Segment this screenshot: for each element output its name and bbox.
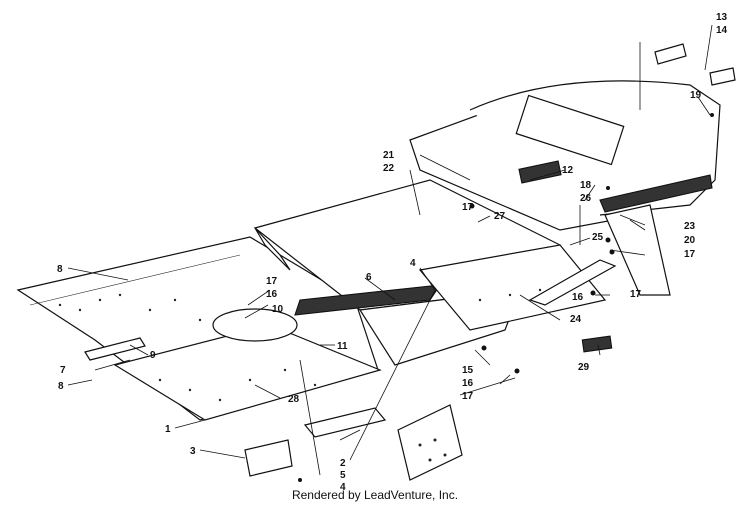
callout-17-frame: 17 — [684, 249, 696, 260]
bracket-5 — [397, 404, 463, 481]
callout-20: 20 — [684, 235, 696, 246]
callout-21: 21 — [383, 150, 395, 161]
callout-13: 13 — [716, 12, 728, 23]
callout-17-left: 17 — [266, 276, 278, 287]
callout-24: 24 — [570, 314, 582, 325]
callout-19: 19 — [690, 90, 702, 101]
leader-lines — [67, 24, 713, 476]
callout-16-right: 16 — [572, 292, 584, 303]
footrest-tube — [528, 259, 617, 306]
callout-2: 2 — [340, 458, 346, 469]
side-pan-right — [418, 244, 607, 331]
belly-pan-left — [16, 236, 382, 421]
callout-10: 10 — [272, 304, 284, 315]
callout-14: 14 — [716, 25, 728, 36]
credit-text: Rendered by LeadVenture, Inc. — [291, 488, 459, 502]
callout-11: 11 — [337, 341, 348, 352]
callout-26: 26 — [580, 193, 592, 204]
callout-15: 15 — [462, 365, 474, 376]
callout-17-right: 17 — [630, 289, 642, 300]
label-plate-13 — [654, 43, 687, 65]
callout-dots — [298, 113, 714, 482]
callout-8-bottom: 8 — [58, 381, 64, 392]
callout-17-center: 17 — [462, 391, 474, 402]
callout-16-center: 16 — [462, 378, 474, 389]
callout-17-mid: 17 — [462, 202, 474, 213]
callout-4-bottom: 4 — [340, 482, 346, 493]
callout-23: 23 — [684, 221, 696, 232]
callout-6: 6 — [366, 272, 372, 283]
callout-16-left: 16 — [266, 289, 278, 300]
callout-5: 5 — [340, 470, 346, 481]
callout-9: 9 — [150, 350, 156, 361]
callout-7: 7 — [60, 365, 66, 376]
callout-25: 25 — [592, 232, 604, 243]
callout-18: 18 — [580, 180, 592, 191]
callout-22: 22 — [383, 163, 395, 174]
deflector-10 — [212, 308, 298, 342]
reflector-29 — [581, 335, 613, 353]
skid-plate-2 — [303, 407, 387, 438]
label-plate-14 — [709, 67, 736, 86]
callout-12: 12 — [562, 165, 574, 176]
callouts: 1 2 3 4 4 5 6 7 8 8 9 10 11 12 13 14 15 … — [57, 12, 728, 493]
callout-29: 29 — [578, 362, 590, 373]
callout-27: 27 — [494, 211, 506, 222]
callout-8-top: 8 — [57, 264, 63, 275]
callout-28: 28 — [288, 394, 300, 405]
callout-4-top: 4 — [410, 258, 416, 269]
callout-1: 1 — [165, 424, 171, 435]
rail-7 — [84, 337, 146, 361]
callout-3: 3 — [190, 446, 196, 457]
rear-frame — [409, 80, 721, 296]
bracket-3 — [244, 439, 293, 477]
